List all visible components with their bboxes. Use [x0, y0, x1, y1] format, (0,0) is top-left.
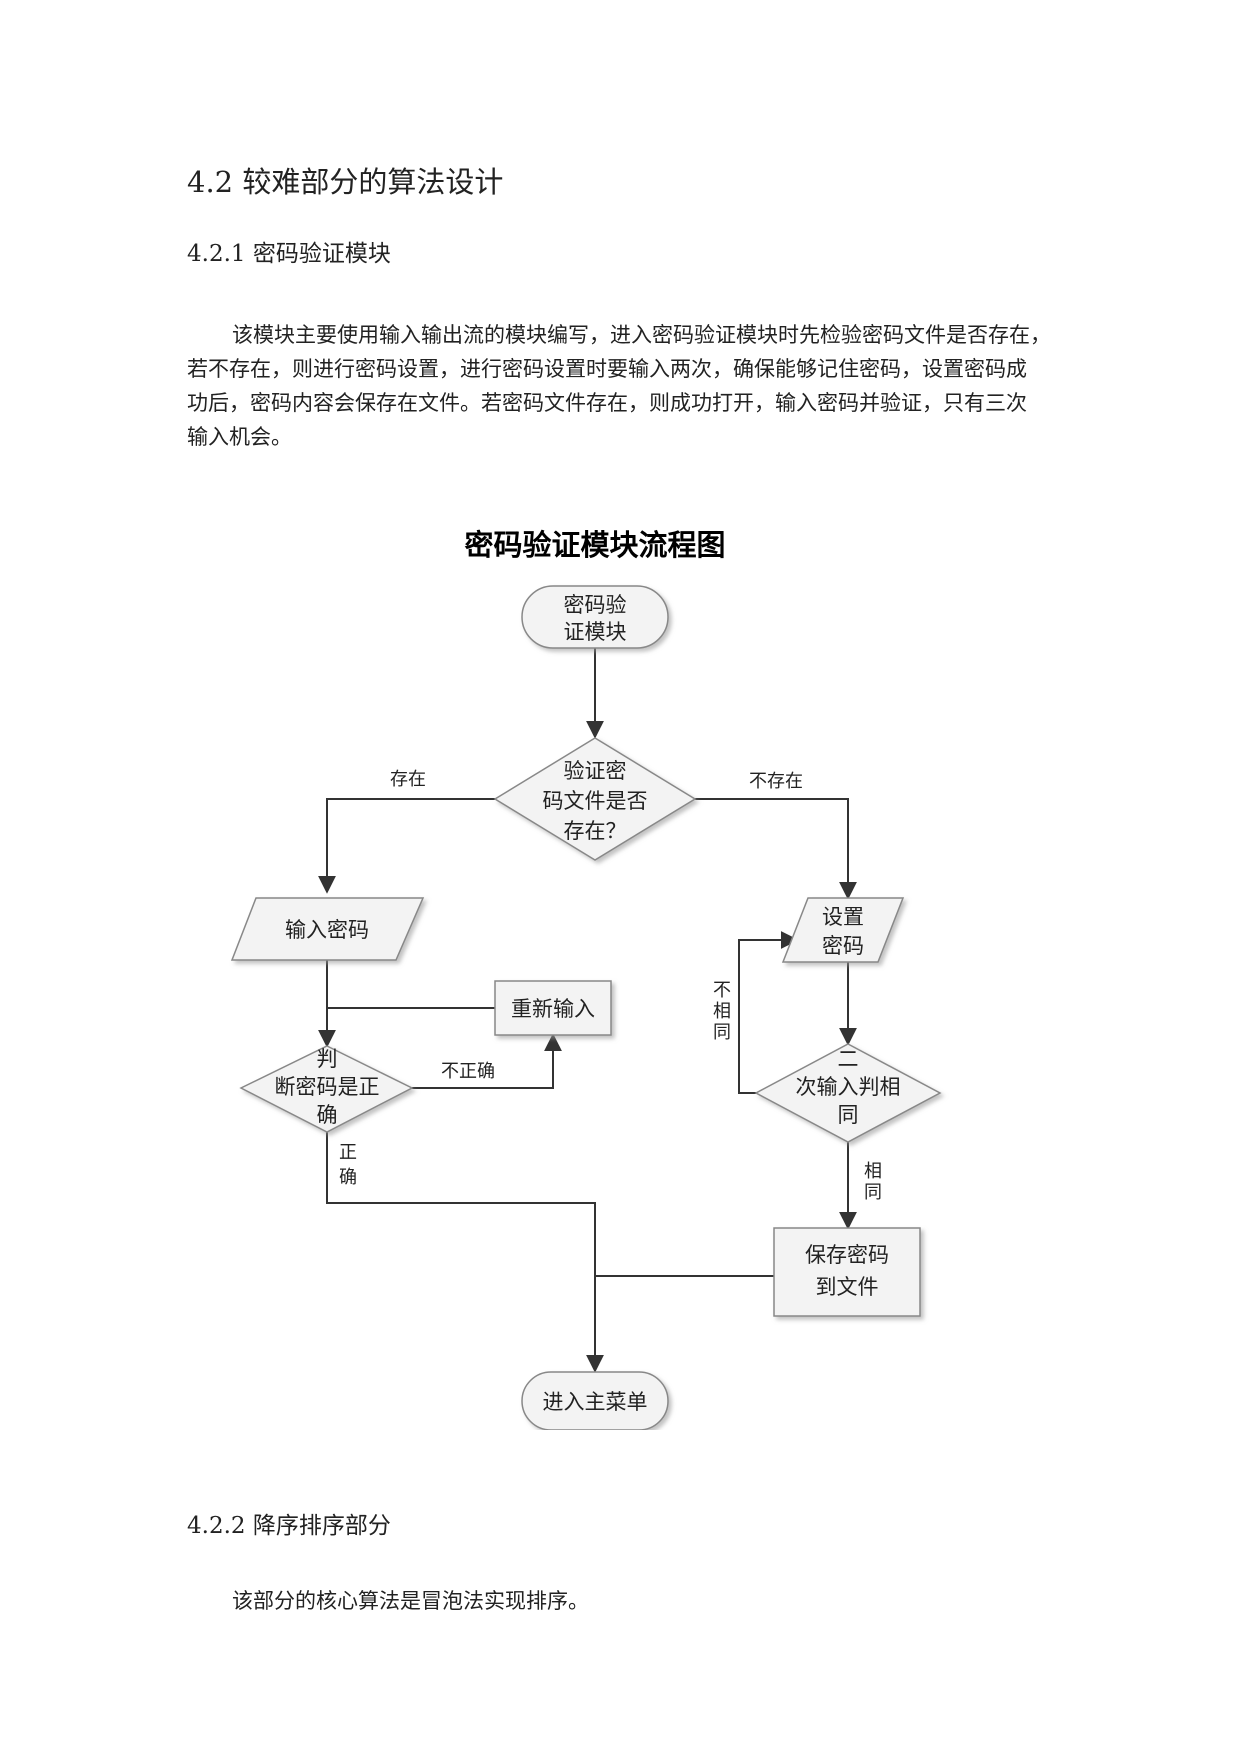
- decision-file-exists: 验证密 码文件是否 存在？: [493, 737, 697, 861]
- edge-label-incorrect: 不正确: [441, 1061, 495, 1082]
- edge-label-same: 同: [864, 1182, 882, 1203]
- main-menu-terminator-shape: [521, 1371, 669, 1430]
- decision-diamond-shape: [754, 1043, 942, 1143]
- subsection-heading-password: 4.2.1 密码验证模块: [187, 241, 391, 267]
- edge-incorrect: [412, 1033, 562, 1089]
- decision-diamond-shape: [239, 1045, 414, 1133]
- set-password-node: 设置 密码: [781, 897, 905, 963]
- edge-label-correct: 正: [339, 1142, 357, 1163]
- main-menu-label: 进入主菜单: [543, 1390, 648, 1414]
- edge-label-not-exists: 不存在: [749, 771, 803, 792]
- edge-not-same: [738, 931, 799, 1094]
- decision-label-line: 二: [838, 1047, 859, 1071]
- save-file-label-line: 到文件: [816, 1275, 879, 1299]
- paragraph-line: 功后，密码内容会保存在文件。若密码文件存在，则成功打开，输入密码并验证，只有三次: [187, 391, 1027, 415]
- decision-label-line: 验证密: [564, 759, 627, 783]
- start-label-line: 证模块: [564, 620, 627, 644]
- decision-diamond-shape: [493, 737, 697, 861]
- edge-label-same: 相: [864, 1161, 882, 1182]
- decision-label-line: 同: [838, 1103, 859, 1127]
- start-terminator-shape: [521, 585, 669, 649]
- edge-correct: [326, 1132, 604, 1373]
- paragraph-line: 输入机会。: [187, 425, 292, 449]
- start-node: 密码验 证模块: [521, 585, 669, 649]
- edge-label-exists: 存在: [390, 769, 426, 790]
- set-password-parallelogram-shape: [781, 897, 905, 963]
- reinput-label: 重新输入: [511, 997, 595, 1021]
- flowchart: 密码验证模块流程图 密码验 证模块 验证密 码文件是否 存在？ 输入密码: [230, 528, 942, 1430]
- save-file-process-shape: [773, 1227, 921, 1317]
- edge-label-correct: 确: [339, 1167, 357, 1188]
- edge-label-not-same: 不: [713, 980, 731, 1001]
- input-password-label: 输入密码: [285, 918, 369, 942]
- start-label-line: 密码验: [564, 593, 627, 617]
- decision-label-line: 次输入判相: [796, 1075, 901, 1099]
- reinput-process-shape: [494, 980, 612, 1036]
- decision-label-line: 断密码是正: [275, 1075, 380, 1099]
- decision-inputs-same: 二 次输入判相 同: [754, 1043, 942, 1143]
- paragraph-line: 该部分的核心算法是冒泡法实现排序。: [232, 1589, 589, 1613]
- reinput-node: 重新输入: [494, 980, 612, 1036]
- decision-label-line: 存在？: [564, 819, 627, 843]
- edge-exists: [318, 798, 495, 894]
- edge-not-exists: [695, 798, 857, 900]
- input-parallelogram-shape: [230, 897, 425, 961]
- decision-label-line: 确: [317, 1103, 338, 1127]
- set-password-label-line: 密码: [822, 934, 864, 958]
- paragraph-line: 该模块主要使用输入输出流的模块编写，进入密码验证模块时先检验密码文件是否存在，: [232, 323, 1051, 347]
- decision-label-line: 判: [317, 1047, 338, 1071]
- set-password-label-line: 设置: [822, 905, 864, 929]
- paragraph-line: 若不存在，则进行密码设置，进行密码设置时要输入两次，确保能够记住密码，设置密码成: [187, 357, 1027, 381]
- paragraph-sorting: 该部分的核心算法是冒泡法实现排序。: [187, 1584, 1053, 1618]
- main-menu-node: 进入主菜单: [521, 1371, 669, 1430]
- subsection-heading-sorting: 4.2.2 降序排序部分: [187, 1513, 391, 1539]
- paragraph-password-module: 该模块主要使用输入输出流的模块编写，进入密码验证模块时先检验密码文件是否存在， …: [187, 318, 1053, 454]
- save-file-label-line: 保存密码: [805, 1243, 889, 1267]
- edge-label-not-same: 同: [713, 1022, 731, 1043]
- flowchart-title: 密码验证模块流程图: [464, 528, 725, 562]
- save-file-node: 保存密码 到文件: [773, 1227, 921, 1317]
- decision-password-correct: 判 断密码是正 确: [239, 1045, 414, 1133]
- input-password-node: 输入密码: [230, 897, 425, 961]
- decision-label-line: 码文件是否: [543, 789, 648, 813]
- section-heading: 4.2 较难部分的算法设计: [187, 165, 504, 199]
- edge-label-not-same: 相: [713, 1001, 731, 1022]
